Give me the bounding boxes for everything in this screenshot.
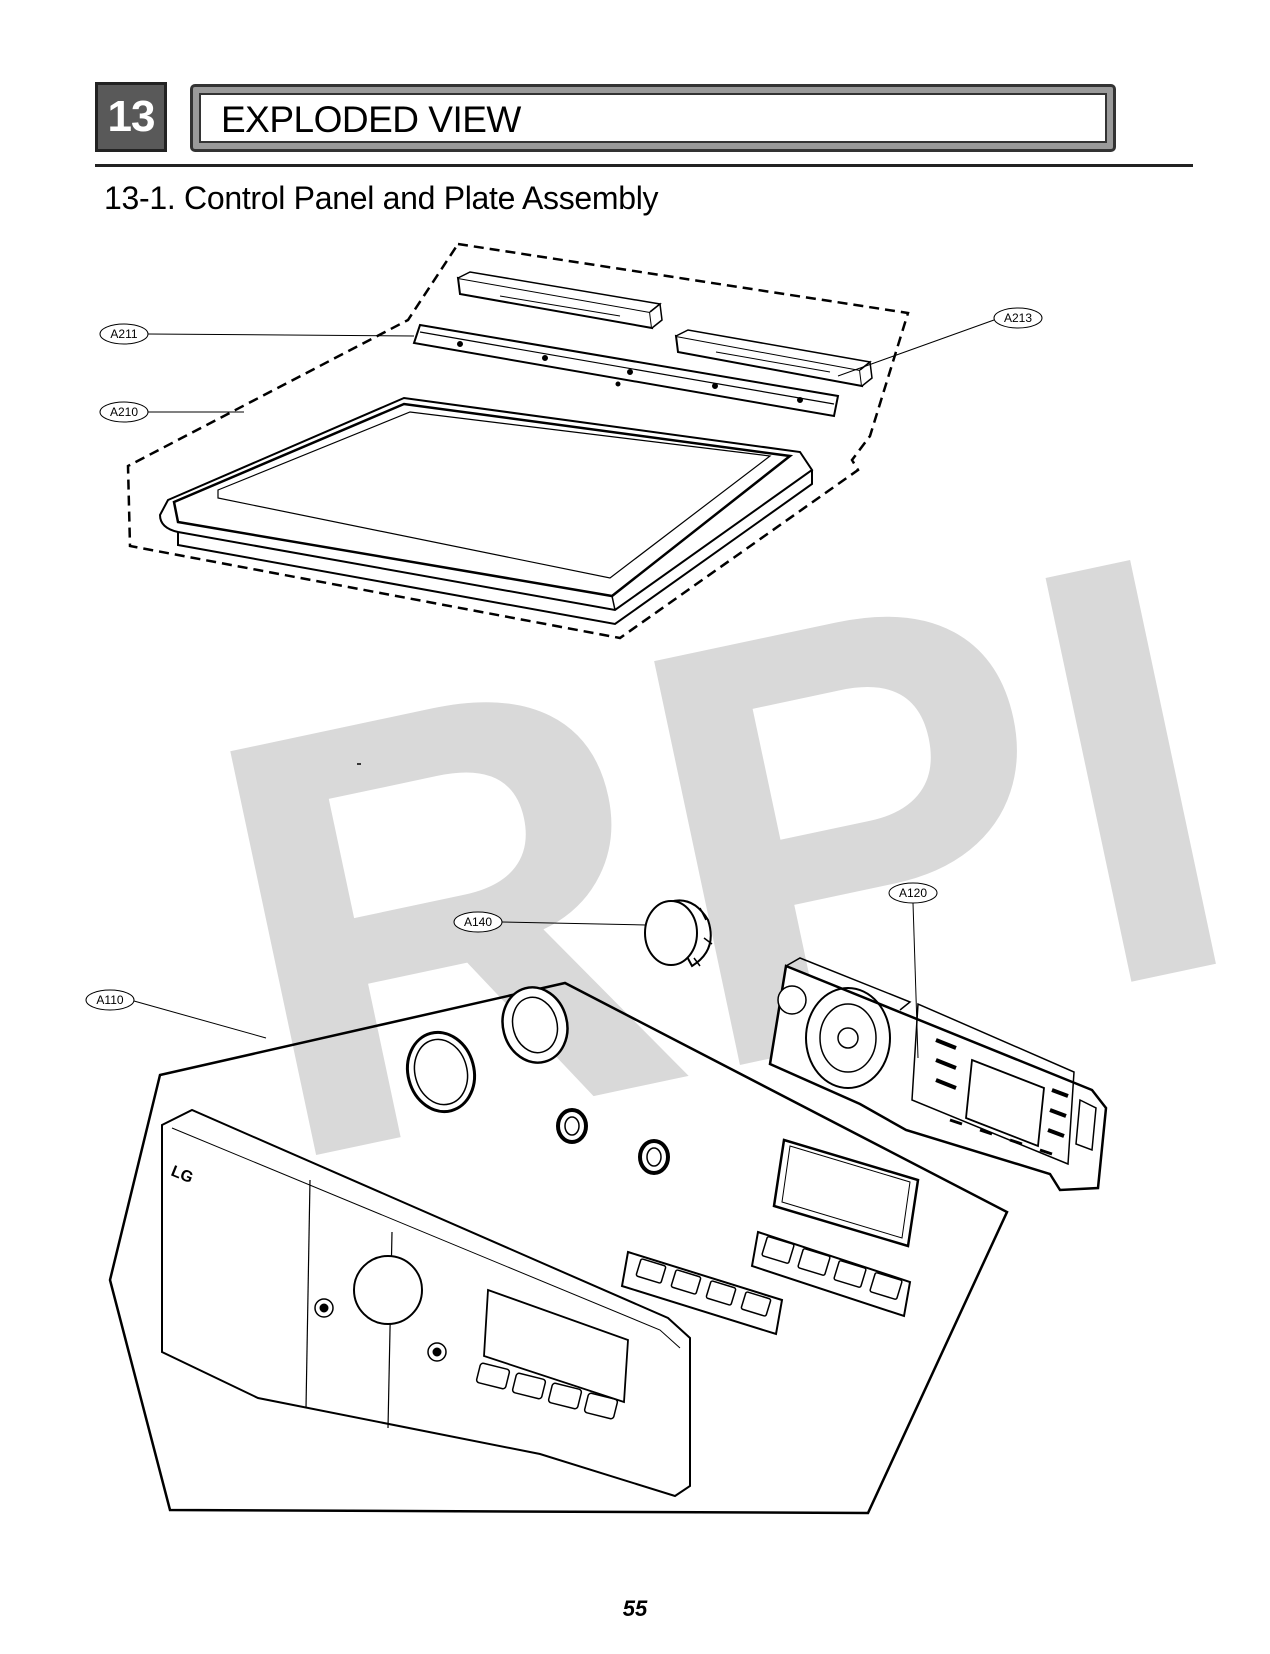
dial-ring-large [405, 1030, 477, 1114]
header-rule [95, 164, 1193, 167]
lower-panel-group: LG [108, 899, 1108, 1515]
callout-a210-label: A210 [110, 405, 138, 419]
section-title: EXPLODED VIEW [221, 99, 521, 140]
callout-a120-label: A120 [899, 886, 927, 900]
callout-a210: A210 [99, 401, 244, 423]
control-panel-face: LG [161, 1108, 691, 1498]
control-pcb [768, 957, 1108, 1192]
section-title-box: EXPLODED VIEW [190, 84, 1116, 152]
display-window-cover [772, 1138, 920, 1248]
lower-group-boundary [108, 981, 1009, 1515]
top-cover [158, 396, 814, 626]
hinge-bracket-left [456, 271, 663, 330]
subsection-title: 13-1. Control Panel and Plate Assembly [104, 180, 659, 216]
callout-a110-label: A110 [96, 993, 123, 1007]
dial-knob [644, 899, 713, 968]
callout-a110: A110 [85, 989, 267, 1039]
callout-a120: A120 [888, 882, 938, 1059]
small-knob-right [638, 1139, 670, 1175]
callout-a213-label: A213 [1004, 311, 1032, 325]
callout-a211-label: A211 [110, 327, 137, 341]
callout-a140: A140 [453, 911, 647, 933]
callout-a213: A213 [837, 307, 1043, 377]
page-number: 55 [622, 1596, 648, 1621]
upper-plate-group [126, 242, 910, 640]
small-knob-left [556, 1108, 588, 1144]
button-strip-left [620, 1250, 784, 1336]
dial-ring-chrome [501, 986, 569, 1064]
upper-group-boundary [126, 242, 910, 640]
section-number-badge: 13 [95, 82, 167, 152]
section-number: 13 [107, 92, 156, 141]
callout-a211: A211 [99, 323, 415, 345]
rear-rail [412, 323, 840, 418]
callout-a140-label: A140 [464, 915, 492, 929]
button-strip-right [750, 1230, 912, 1318]
